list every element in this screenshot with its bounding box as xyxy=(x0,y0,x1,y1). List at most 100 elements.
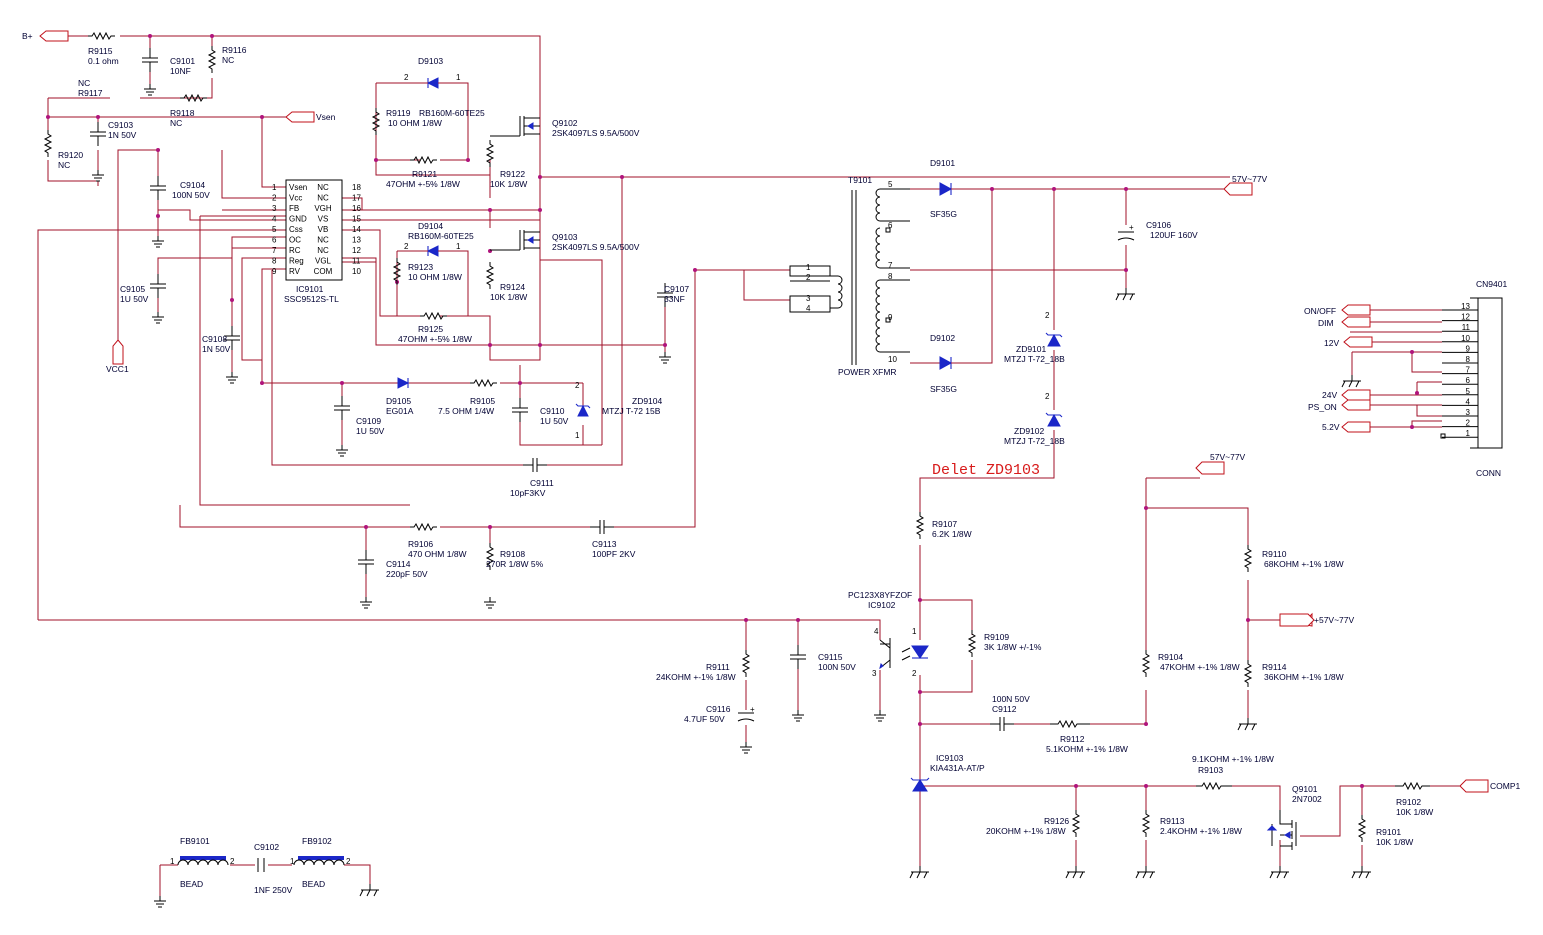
connector-pin-number: 8 xyxy=(1466,355,1471,364)
svg-text:R9114: R9114 xyxy=(1262,662,1287,672)
resistor-r9118: R9118 NC xyxy=(170,108,195,128)
svg-text:PS_ON: PS_ON xyxy=(1308,402,1337,412)
svg-text:IC9102: IC9102 xyxy=(868,600,896,610)
svg-text:10pF3KV: 10pF3KV xyxy=(510,488,546,498)
svg-text:NC: NC xyxy=(222,55,234,65)
ic9101-pin-number: 12 xyxy=(352,246,361,255)
svg-text:C9102: C9102 xyxy=(254,842,279,852)
svg-text:D9104: D9104 xyxy=(418,221,443,231)
svg-text:SF35G: SF35G xyxy=(930,384,957,394)
svg-text:2: 2 xyxy=(912,669,917,678)
zener-zd9104: ZD9104 MTZJ T-72 15B 2 1 xyxy=(575,381,663,440)
svg-text:100N 50V: 100N 50V xyxy=(992,694,1030,704)
svg-text:R9112: R9112 xyxy=(1060,734,1085,744)
ic9101-pin-number: 9 xyxy=(272,267,277,276)
svg-text:R9104: R9104 xyxy=(1158,652,1183,662)
svg-text:C9116: C9116 xyxy=(706,704,731,714)
svg-text:1: 1 xyxy=(806,263,811,272)
svg-text:1N 50V: 1N 50V xyxy=(108,130,137,140)
diode-d9103: D9103 2 1 xyxy=(404,56,461,89)
resistor-r9121: R9121 47OHM +-5% 1/8W xyxy=(386,155,460,189)
ic9101-pin-number: 16 xyxy=(352,204,361,213)
svg-text:2: 2 xyxy=(404,73,409,82)
svg-text:5: 5 xyxy=(888,180,893,189)
shunt-regulator-ic9103: IC9103 KIA431A-AT/P xyxy=(910,753,985,792)
diode-d9104: D9104 RB160M-60TE25 2 1 xyxy=(404,221,474,257)
svg-text:10 OHM 1/8W: 10 OHM 1/8W xyxy=(408,272,462,282)
svg-text:C9101: C9101 xyxy=(170,56,195,66)
optocoupler-ic9102: PC123X8YFZOF IC9102 4 3 1 2 xyxy=(848,590,929,678)
svg-text:20KOHM +-1% 1/8W: 20KOHM +-1% 1/8W xyxy=(986,826,1066,836)
ic9101-pin-name: OC xyxy=(289,236,301,245)
resistor-r9114: R9114 36KOHM +-1% 1/8W xyxy=(1237,659,1344,731)
capacitor-c9116: + C9116 4.7UF 50V xyxy=(684,704,755,754)
capacitor-c9111: C9111 10pF3KV xyxy=(510,457,554,498)
zener-zd9102: ZD9102 MTZJ T-72_18B 2 xyxy=(1004,392,1065,446)
ic9101-pin-name: NC xyxy=(317,236,329,245)
svg-text:+: + xyxy=(750,705,755,714)
svg-text:Q9102: Q9102 xyxy=(552,118,578,128)
svg-text:C9109: C9109 xyxy=(356,416,381,426)
resistor-r9120: R9120 NC xyxy=(44,129,83,170)
svg-text:+57V~77V: +57V~77V xyxy=(1314,615,1355,625)
port-vsen: Vsen xyxy=(285,111,336,123)
ic9101-pin-number: 17 xyxy=(352,194,361,203)
svg-text:5.2V: 5.2V xyxy=(1322,422,1340,432)
capacitor-c9115: C9115 100N 50V xyxy=(789,644,856,722)
svg-text:EG01A: EG01A xyxy=(386,406,414,416)
ic9101-pin-name: VB xyxy=(318,225,329,234)
resistor-r9111: R9111 24KOHM +-1% 1/8W xyxy=(656,649,750,682)
svg-text:ZD9104: ZD9104 xyxy=(632,396,663,406)
ic9101-pin-name: COM xyxy=(314,267,333,276)
svg-text:2: 2 xyxy=(346,857,351,866)
ic9101-pin-name: Css xyxy=(289,225,303,234)
svg-text:C9106: C9106 xyxy=(1146,220,1171,230)
connector-pin-number: 4 xyxy=(1466,397,1471,406)
connector-pin-number: 9 xyxy=(1466,344,1471,353)
svg-text:10NF: 10NF xyxy=(170,66,191,76)
junction-dots xyxy=(46,34,1419,788)
ic9101-pin-number: 7 xyxy=(272,246,277,255)
svg-text:+: + xyxy=(1129,223,1134,232)
capacitor-c9112: 100N 50V C9112 xyxy=(989,694,1030,732)
ic9101-pin-number: 8 xyxy=(272,257,277,266)
svg-text:1: 1 xyxy=(456,242,461,251)
resistor-r9106: R9106 470 OHM 1/8W xyxy=(408,522,467,559)
ic9101-pin-name: Vcc xyxy=(289,194,302,203)
capacitor-c9101: C9101 10NF xyxy=(141,47,195,96)
svg-text:2: 2 xyxy=(404,242,409,251)
svg-text:9: 9 xyxy=(888,313,893,322)
resistor-r9101: R9101 10K 1/8W xyxy=(1351,814,1413,879)
ic9101-pin-name: Reg xyxy=(289,257,304,266)
connector-pin-number: 11 xyxy=(1462,323,1471,332)
svg-text:VCC1: VCC1 xyxy=(106,364,129,374)
ic9101-pin-name: NC xyxy=(317,246,329,255)
svg-text:R9102: R9102 xyxy=(1396,797,1421,807)
zener-zd9101: ZD9101 MTZJ T-72_18B 2 xyxy=(1004,311,1065,364)
ic9101-pin-number: 6 xyxy=(272,236,277,245)
svg-text:NC: NC xyxy=(170,118,182,128)
transformer-t9101: T9101 POWER XFMR 5 6 7 8 9 10 1 2 3 4 xyxy=(789,175,910,377)
capacitor-c9108: C9108 1N 50V xyxy=(202,325,241,384)
svg-text:RB160M-60TE25: RB160M-60TE25 xyxy=(408,231,474,241)
svg-text:D9102: D9102 xyxy=(930,333,955,343)
capacitor-c9104: C9104 100N 50V xyxy=(149,175,210,248)
svg-text:36KOHM +-1% 1/8W: 36KOHM +-1% 1/8W xyxy=(1264,672,1344,682)
ic9101-pin-number: 3 xyxy=(272,204,277,213)
svg-text:270R 1/8W 5%: 270R 1/8W 5% xyxy=(486,559,544,569)
resistor-r9124: R9124 10K 1/8W xyxy=(486,261,527,302)
svg-text:2: 2 xyxy=(806,273,811,282)
mosfet-q9101: Q9101 2N7002 xyxy=(1266,784,1322,879)
svg-text:10K 1/8W: 10K 1/8W xyxy=(490,292,527,302)
resistor-r9115: R9115 0.1 ohm xyxy=(88,31,119,66)
svg-text:C9103: C9103 xyxy=(108,120,133,130)
svg-text:2SK4097LS 9.5A/500V: 2SK4097LS 9.5A/500V xyxy=(552,128,640,138)
svg-text:R9126: R9126 xyxy=(1044,816,1069,826)
resistor-r9108: R9108 270R 1/8W 5% xyxy=(483,542,544,609)
svg-text:0.1 ohm: 0.1 ohm xyxy=(88,56,119,66)
connector-pin-number: 13 xyxy=(1461,302,1470,311)
capacitor-c9107: C9107 33NF xyxy=(656,282,689,364)
svg-text:C9114: C9114 xyxy=(386,559,411,569)
